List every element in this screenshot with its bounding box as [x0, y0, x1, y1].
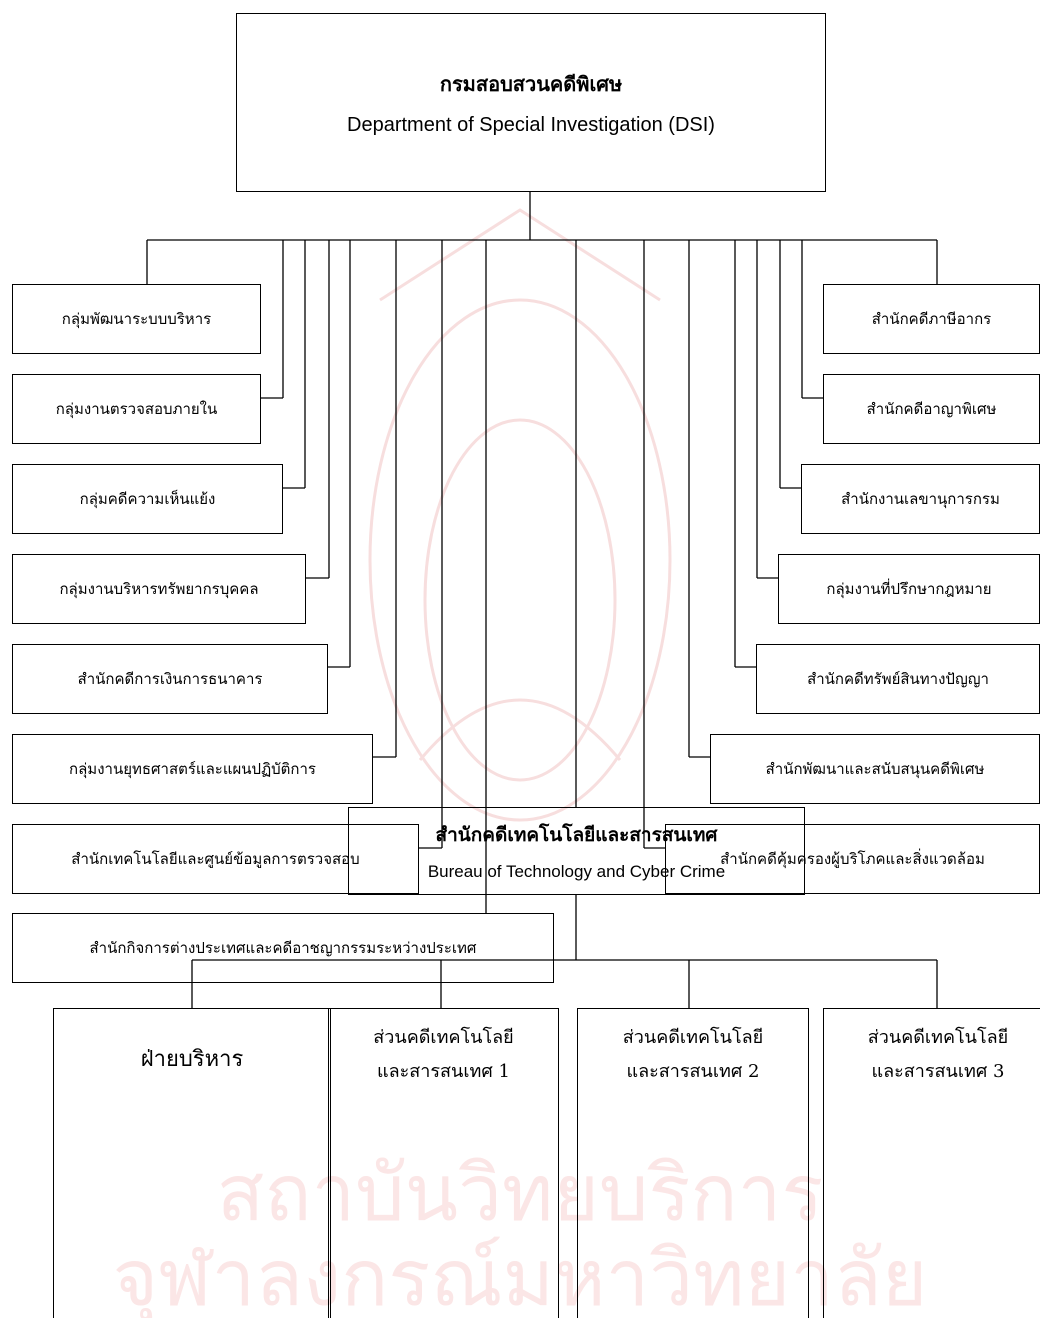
right-unit-label: สำนักพัฒนาและสนับสนุนคดีพิเศษ	[765, 760, 985, 778]
root-name-english: Department of Special Investigation (DSI…	[347, 114, 715, 136]
right-unit-label: กลุ่มงานที่ปรึกษากฎหมาย	[826, 580, 992, 598]
section-label-line-2: และสารสนเทศ 3	[871, 1061, 1005, 1083]
left-unit-label: สำนักคดีการเงินการธนาคาร	[77, 670, 263, 688]
bureau-box: สำนักคดีเทคโนโลยีและสารสนเทศ Bureau of T…	[348, 807, 805, 895]
left-unit-box: สำนักกิจการต่างประเทศและคดีอาชญากรรมระหว…	[12, 913, 554, 983]
left-unit-label: กลุ่มงานตรวจสอบภายใน	[55, 400, 218, 418]
section-box: ส่วนคดีเทคโนโลยี และสารสนเทศ 1	[328, 1008, 559, 1318]
left-unit-label: กลุ่มงานบริหารทรัพยากรบุคคล	[59, 580, 259, 598]
section-label-line-1: ส่วนคดีเทคโนโลยี	[373, 1027, 514, 1048]
left-unit-label: กลุ่มคดีความเห็นแย้ง	[79, 490, 216, 508]
left-unit-label: กลุ่มพัฒนาระบบบริหาร	[61, 310, 212, 328]
root-department-box: กรมสอบสวนคดีพิเศษ Department of Special …	[236, 13, 826, 192]
left-unit-box: สำนักเทคโนโลยีและศูนย์ข้อมูลการตรวจสอบ	[12, 824, 419, 894]
section-label-line-2: และสารสนเทศ 1	[377, 1061, 510, 1083]
section-label-line-1: ส่วนคดีเทคโนโลยี	[867, 1027, 1009, 1048]
section-label-line-1: ส่วนคดีเทคโนโลยี	[622, 1027, 764, 1048]
right-unit-box: สำนักพัฒนาและสนับสนุนคดีพิเศษ	[710, 734, 1040, 804]
left-unit-label: กลุ่มงานยุทธศาสตร์และแผนปฏิบัติการ	[69, 760, 316, 778]
left-unit-box: กลุ่มพัฒนาระบบบริหาร	[12, 284, 261, 354]
section-box: ส่วนคดีเทคโนโลยี และสารสนเทศ 3	[823, 1008, 1040, 1318]
bureau-name-thai: สำนักคดีเทคโนโลยีและสารสนเทศ	[435, 824, 718, 846]
watermark-line-2: จุฬาลงกรณ์มหาวิทยาลัย	[112, 1234, 927, 1318]
root-name-thai: กรมสอบสวนคดีพิเศษ	[439, 72, 623, 96]
left-unit-box: กลุ่มงานยุทธศาสตร์และแผนปฏิบัติการ	[12, 734, 373, 804]
right-unit-box: สำนักงานเลขานุการกรม	[801, 464, 1040, 534]
section-box: ส่วนคดีเทคโนโลยี และสารสนเทศ 2	[577, 1008, 809, 1318]
right-unit-box: สำนักคดีอาญาพิเศษ	[823, 374, 1040, 444]
right-unit-box: กลุ่มงานที่ปรึกษากฎหมาย	[778, 554, 1040, 624]
right-unit-label: สำนักคดีคุ้มครองผู้บริโภคและสิ่งแวดล้อม	[720, 850, 985, 868]
left-unit-label: สำนักเทคโนโลยีและศูนย์ข้อมูลการตรวจสอบ	[71, 850, 360, 868]
left-unit-box: สำนักคดีการเงินการธนาคาร	[12, 644, 328, 714]
watermark-line-1: สถาบันวิทยบริการ	[217, 1149, 824, 1239]
left-unit-box: กลุ่มคดีความเห็นแย้ง	[12, 464, 283, 534]
bureau-name-english: Bureau of Technology and Cyber Crime	[427, 862, 726, 881]
right-unit-box: สำนักคดีทรัพย์สินทางปัญญา	[756, 644, 1040, 714]
right-unit-label: สำนักคดีทรัพย์สินทางปัญญา	[807, 670, 989, 688]
right-unit-label: สำนักงานเลขานุการกรม	[841, 490, 1000, 508]
right-unit-label: สำนักคดีภาษีอากร	[871, 310, 992, 328]
section-label-line-2: และสารสนเทศ 2	[626, 1061, 760, 1083]
section-label: ฝ่ายบริหาร	[140, 1047, 244, 1072]
left-unit-label: สำนักกิจการต่างประเทศและคดีอาชญากรรมระหว…	[89, 939, 477, 957]
right-unit-label: สำนักคดีอาญาพิเศษ	[866, 400, 997, 418]
right-unit-box: สำนักคดีภาษีอากร	[823, 284, 1040, 354]
left-unit-box: กลุ่มงานบริหารทรัพยากรบุคคล	[12, 554, 306, 624]
left-unit-box: กลุ่มงานตรวจสอบภายใน	[12, 374, 261, 444]
section-box: ฝ่ายบริหาร	[53, 1008, 331, 1318]
